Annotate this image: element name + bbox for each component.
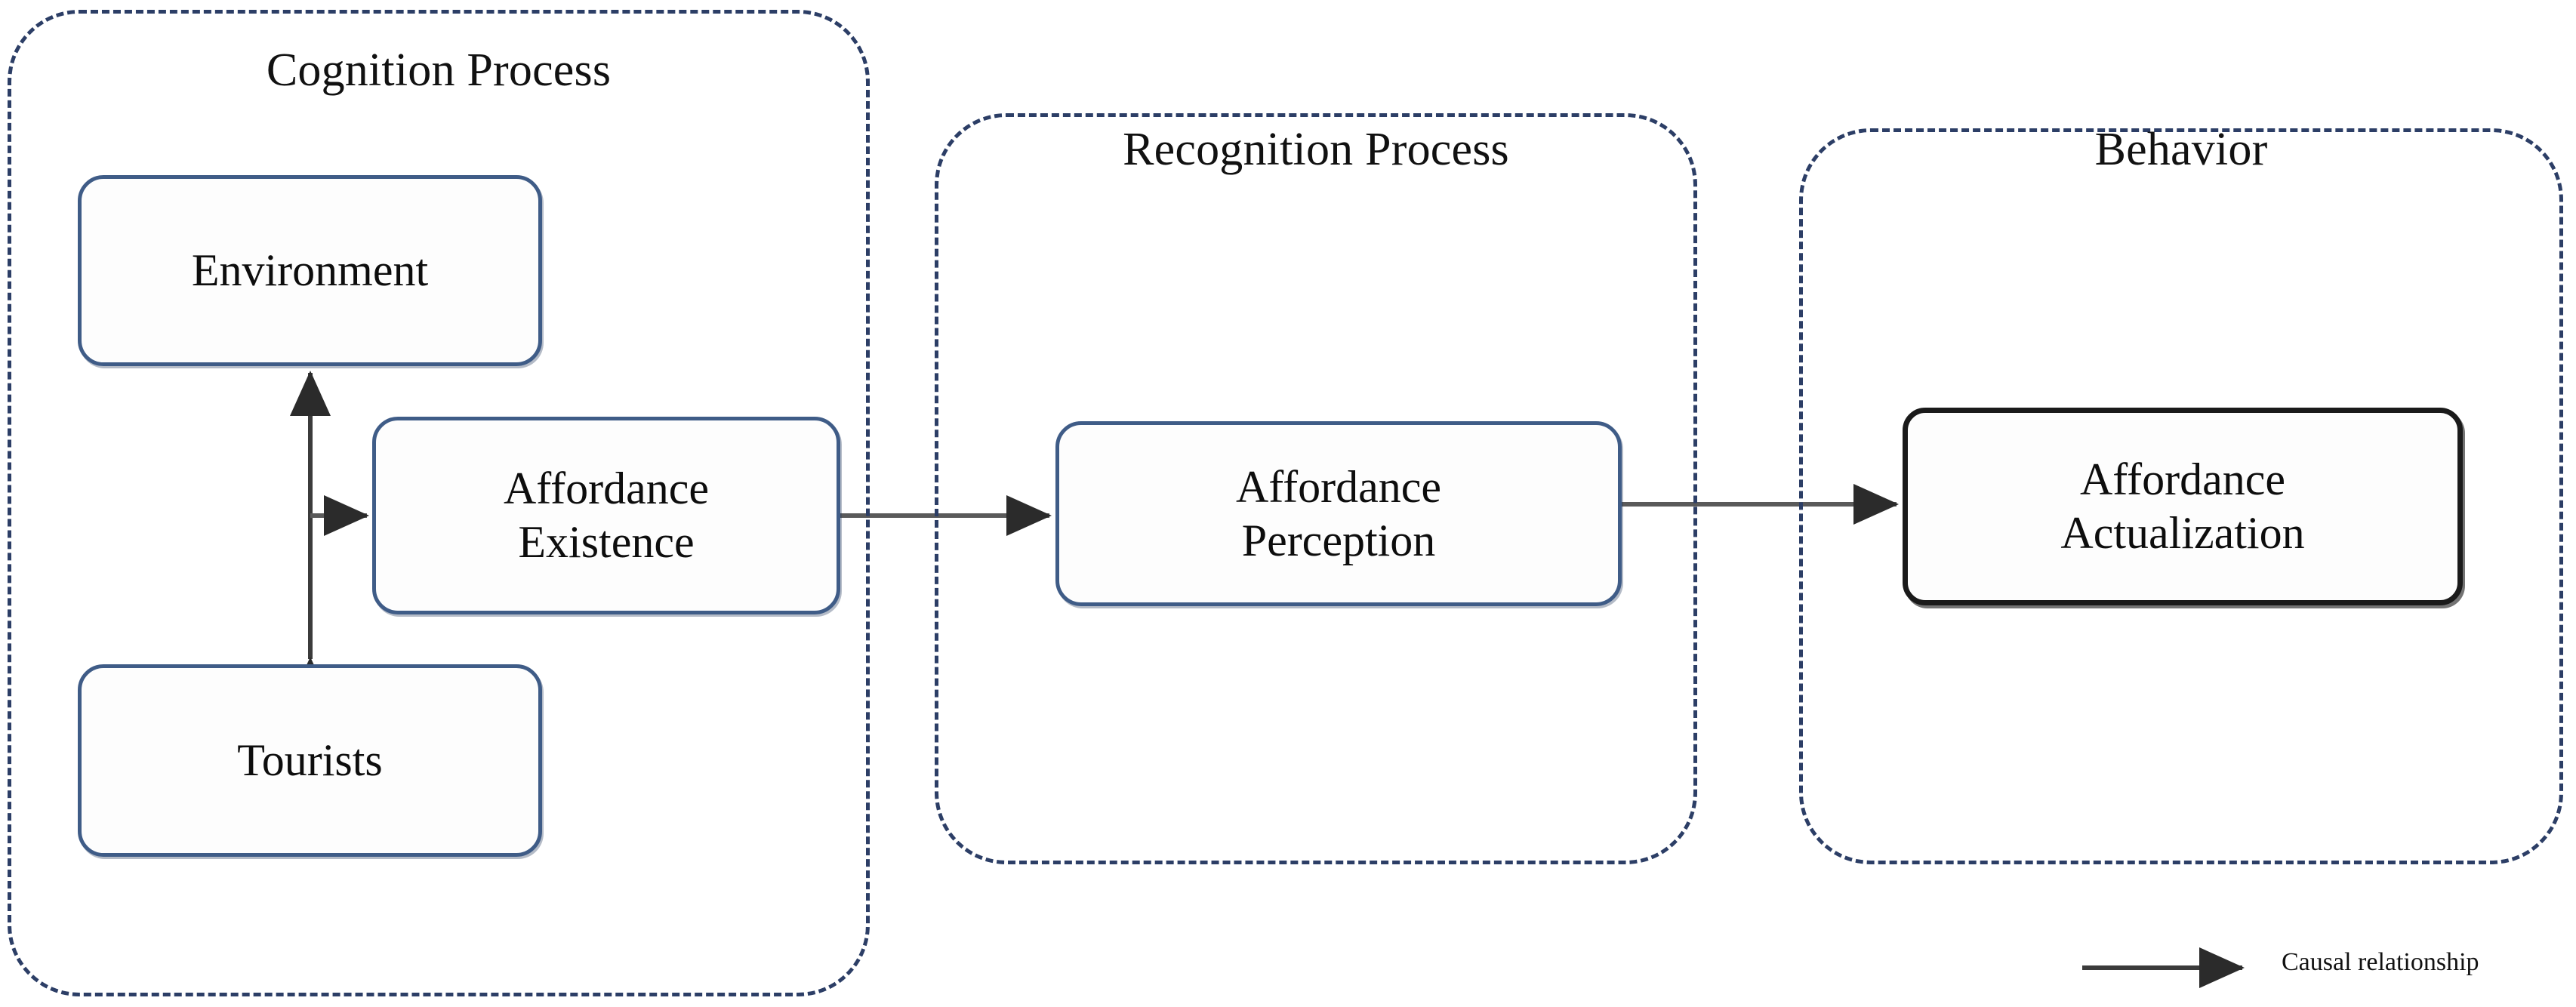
node-environment-label: Environment — [191, 245, 429, 296]
group-cognition-process — [8, 10, 870, 996]
node-affordance-perception-label-line1: Affordance — [1235, 461, 1442, 512]
group-title-recognition-process: Recognition Process — [1123, 124, 1509, 175]
node-environment[interactable]: Environment — [78, 175, 542, 366]
node-affordance-existence-label-line1: Affordance — [503, 463, 710, 514]
group-behavior — [1799, 128, 2563, 864]
legend-label-causal-relationship: Causal relationship — [2282, 948, 2479, 976]
node-affordance-existence[interactable]: Affordance Existence — [372, 417, 840, 614]
node-tourists[interactable]: Tourists — [78, 664, 542, 857]
node-affordance-perception-label-line2: Perception — [1241, 515, 1436, 565]
node-affordance-actualization-label-line1: Affordance — [2079, 454, 2286, 505]
node-affordance-actualization[interactable]: Affordance Actualization — [1903, 408, 2463, 605]
node-affordance-actualization-label-line2: Actualization — [2060, 508, 2305, 558]
group-recognition-process — [935, 113, 1697, 864]
legend: Causal relationship — [2082, 950, 2479, 975]
group-title-cognition-process: Cognition Process — [266, 45, 612, 96]
node-tourists-label: Tourists — [237, 735, 383, 786]
node-affordance-perception[interactable]: Affordance Perception — [1055, 421, 1622, 606]
node-affordance-existence-label-line2: Existence — [518, 517, 695, 567]
group-title-behavior: Behavior — [2094, 124, 2268, 175]
legend-arrow-spacer — [2082, 955, 2256, 970]
